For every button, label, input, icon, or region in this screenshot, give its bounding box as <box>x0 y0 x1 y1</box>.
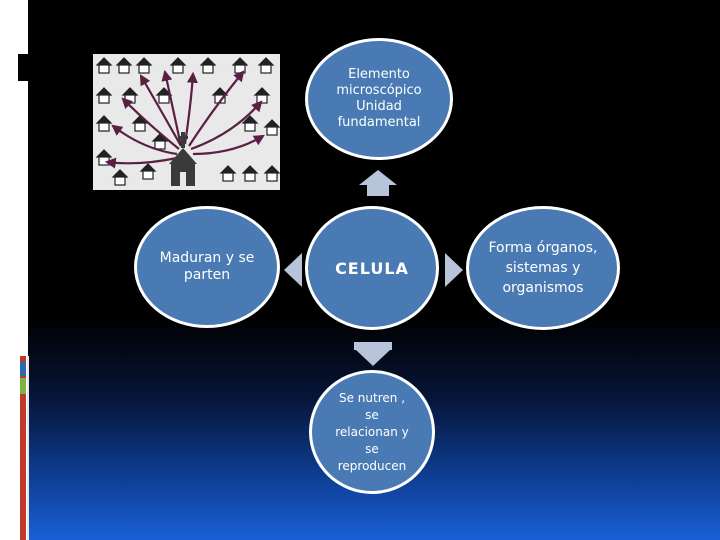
house-icon <box>241 165 259 182</box>
arrow-left-icon <box>284 253 302 287</box>
house-icon <box>155 87 173 104</box>
node-top-line2: Unidad fundamental <box>337 99 421 130</box>
house-icon <box>115 57 133 74</box>
house-icon <box>95 115 113 132</box>
node-center: CELULA <box>305 206 439 330</box>
house-icon <box>169 57 187 74</box>
church-icon <box>169 132 197 186</box>
arrow-right-icon <box>445 253 463 287</box>
node-top: Elemento microscópico Unidad fundamental <box>305 38 453 160</box>
node-bottom: Se nutren , se relacionan y se reproduce… <box>309 370 435 494</box>
house-icon <box>95 149 113 166</box>
church-houses-picture <box>93 54 280 190</box>
church-houses-illustration <box>93 54 280 190</box>
house-icon <box>263 119 280 136</box>
house-icon <box>219 165 237 182</box>
node-center-label: CELULA <box>335 258 409 278</box>
node-top-line1: Elemento microscópico <box>336 67 422 98</box>
house-icon <box>257 57 275 74</box>
accent-bar-red <box>20 356 26 540</box>
bullet-square-icon <box>18 54 31 81</box>
accent-bar-blue <box>20 362 26 376</box>
house-icon <box>151 133 169 150</box>
node-right-label: Forma órganos, sistemas y organismos <box>488 240 598 296</box>
house-icon <box>111 169 129 186</box>
accent-bar-green <box>20 378 26 394</box>
house-icon <box>241 115 259 132</box>
node-bottom-label: Se nutren , se relacionan y se reproduce… <box>335 390 409 473</box>
house-icon <box>139 163 157 180</box>
house-icon <box>135 57 153 74</box>
house-icon <box>95 87 113 104</box>
node-left: Maduran y se parten <box>134 206 280 328</box>
accent-line <box>27 356 29 540</box>
arrow-up-icon <box>359 170 397 196</box>
node-right: Forma órganos, sistemas y organismos <box>466 206 620 330</box>
house-icon <box>253 87 271 104</box>
house-icon <box>263 165 280 182</box>
node-left-label: Maduran y se parten <box>159 250 255 283</box>
house-icon <box>95 57 113 74</box>
house-icon <box>199 57 217 74</box>
arrow-down-icon <box>354 342 392 366</box>
